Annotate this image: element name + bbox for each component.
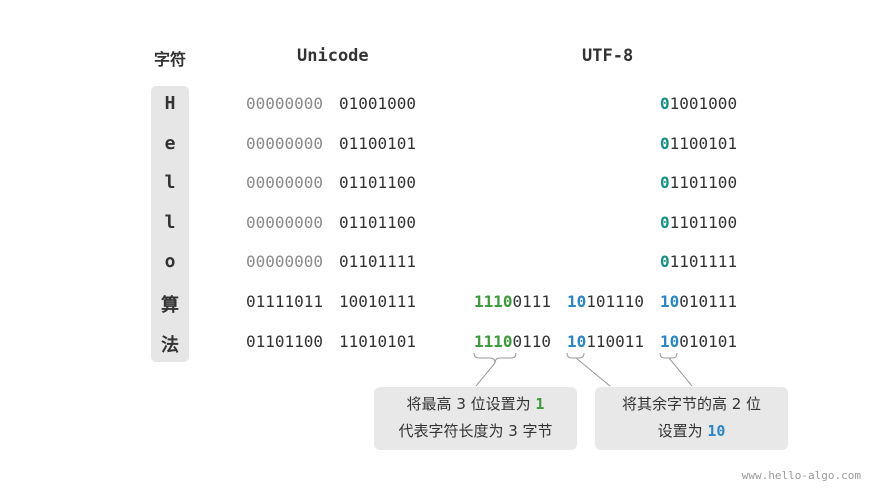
- utf8-prefix-bits: 10: [660, 292, 680, 311]
- note-continuation-bytes: 将其余字节的高 2 位 设置为 10: [595, 387, 788, 450]
- utf8-payload-bits: 0111: [512, 292, 552, 311]
- utf8-payload-bits: 101110: [586, 292, 645, 311]
- utf8-payload-bits: 1100101: [669, 133, 738, 153]
- utf8-prefix-bits: 10: [660, 331, 680, 351]
- utf8-prefix-bits: 0: [660, 173, 670, 193]
- char-cell: o: [164, 251, 176, 273]
- note-left-value: 1: [535, 395, 545, 413]
- char-cell: 算: [161, 295, 179, 316]
- header-char: 字符: [154, 50, 187, 69]
- utf8-byte: 01101100: [660, 213, 737, 232]
- utf8-payload-bits: 1101100: [669, 212, 738, 232]
- char-cell: H: [164, 93, 176, 114]
- unicode-high-byte: 00000000: [246, 173, 324, 193]
- note-right-value: 10: [707, 422, 726, 440]
- utf8-payload-bits: 1001000: [669, 94, 738, 113]
- unicode-low-byte: 01001000: [339, 94, 417, 113]
- utf8-byte: 11100110: [474, 332, 551, 351]
- utf8-prefix-bits: 0: [660, 252, 670, 272]
- header-utf8: UTF-8: [582, 46, 634, 66]
- utf8-byte: 01101100: [660, 173, 737, 192]
- utf8-payload-bits: 010101: [679, 331, 738, 351]
- utf8-prefix-bits: 1110: [474, 292, 513, 311]
- utf8-prefix-bits: 0: [660, 133, 670, 153]
- utf8-byte: 10010101: [660, 332, 737, 351]
- utf8-payload-bits: 1101111: [669, 252, 738, 272]
- unicode-high-byte: 00000000: [246, 94, 324, 113]
- note-lead-byte: 将最高 3 位设置为 1 代表字符长度为 3 字节: [374, 387, 577, 450]
- utf8-prefix-bits: 10: [567, 331, 587, 351]
- unicode-low-byte: 01101100: [339, 212, 417, 232]
- note-left-line1: 将最高 3 位设置为: [406, 395, 531, 413]
- watermark: www.hello-algo.com: [741, 469, 861, 482]
- utf8-byte: 10101110: [567, 292, 644, 311]
- utf8-byte: 11100111: [474, 292, 551, 311]
- utf8-byte: 01100101: [660, 134, 737, 153]
- utf8-prefix-bits: 0: [660, 212, 670, 232]
- unicode-low-byte: 11010101: [339, 331, 417, 351]
- unicode-high-byte: 00000000: [246, 133, 324, 153]
- utf8-byte: 01001000: [660, 94, 737, 113]
- utf8-payload-bits: 110011: [586, 331, 645, 351]
- unicode-high-byte: 01111011: [246, 292, 324, 311]
- header-unicode: Unicode: [297, 46, 369, 66]
- char-cell: 法: [161, 334, 179, 356]
- utf8-byte: 01101111: [660, 252, 737, 271]
- unicode-high-byte: 00000000: [246, 252, 324, 272]
- unicode-high-byte: 00000000: [246, 212, 324, 232]
- unicode-low-byte: 01101111: [339, 252, 417, 272]
- unicode-low-byte: 01100101: [339, 133, 417, 153]
- note-right-line1: 将其余字节的高 2 位: [621, 395, 762, 413]
- char-cell: e: [164, 132, 176, 154]
- utf8-prefix-bits: 0: [660, 94, 670, 113]
- char-cell: l: [164, 172, 176, 194]
- unicode-high-byte: 01101100: [246, 331, 324, 351]
- utf8-payload-bits: 1101100: [669, 173, 738, 193]
- char-cell: l: [164, 211, 176, 233]
- utf8-payload-bits: 010111: [679, 292, 738, 311]
- unicode-low-byte: 10010111: [339, 292, 417, 311]
- utf8-byte: 10010111: [660, 292, 737, 311]
- note-left-line2: 代表字符长度为 3 字节: [398, 422, 553, 440]
- utf8-prefix-bits: 1110: [474, 331, 513, 351]
- utf8-prefix-bits: 10: [567, 292, 587, 311]
- unicode-low-byte: 01101100: [339, 173, 417, 193]
- note-right-line2: 设置为: [657, 422, 703, 440]
- utf8-payload-bits: 0110: [512, 331, 552, 351]
- utf8-byte: 10110011: [567, 332, 644, 351]
